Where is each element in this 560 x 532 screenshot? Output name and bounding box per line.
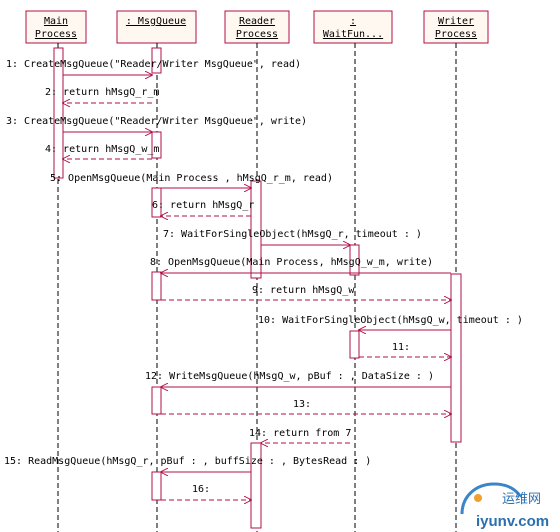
activation-msgqueue-3 xyxy=(151,187,162,218)
message-8: 8: OpenMsgQueue(Main Process, hMsgQ_w_m,… xyxy=(150,257,451,273)
activation-waitfun-1 xyxy=(349,244,360,276)
message-10-label: 10: WaitForSingleObject(hMsgQ_w, timeout… xyxy=(258,315,523,326)
participant-msgqueue: : MsgQueue xyxy=(116,10,197,44)
message-3: 3: CreateMsgQueue("Reader/Writer MsgQueu… xyxy=(6,116,307,132)
message-7: 7: WaitForSingleObject(hMsgQ_r, timeout … xyxy=(163,229,422,245)
message-16: 16: xyxy=(161,484,251,500)
message-13-label: 13: xyxy=(293,399,311,410)
message-9-label: 9: return hMsgQ_w xyxy=(252,285,355,296)
participant-waitfun-line2: WaitFun... xyxy=(323,29,383,40)
participant-waitfun-line1: : xyxy=(350,16,356,27)
message-16-label: 16: xyxy=(192,484,210,495)
participant-reader-line2: Process xyxy=(236,29,278,40)
activation-writer xyxy=(450,273,462,443)
message-2-label: 2: return hMsgQ_r_m xyxy=(45,87,159,98)
message-3-label: 3: CreateMsgQueue("Reader/Writer MsgQueu… xyxy=(6,116,307,127)
message-10: 10: WaitForSingleObject(hMsgQ_w, timeout… xyxy=(258,315,523,330)
watermark-en: iyunv.com xyxy=(476,513,549,530)
activation-msgqueue-6 xyxy=(151,471,162,501)
message-1-label: 1: CreateMsgQueue("Reader/Writer MsgQueu… xyxy=(6,59,301,70)
activation-msgqueue-1 xyxy=(151,47,162,74)
message-4: 4: return hMsgQ_w_m xyxy=(45,144,159,159)
message-9: 9: return hMsgQ_w xyxy=(161,285,451,300)
message-15: 15: ReadMsgQueue(hMsgQ_r, pBuf : , buffS… xyxy=(4,456,371,472)
message-5: 5: OpenMsgQueue(Main Process , hMsgQ_r_m… xyxy=(50,173,333,188)
activation-msgqueue-4 xyxy=(151,271,162,301)
message-6-label: 6: return hMsgQ_r xyxy=(152,200,254,211)
message-14: 14: return from 7 xyxy=(249,428,351,443)
activation-main xyxy=(53,47,64,179)
message-11: 11: xyxy=(359,342,451,357)
message-4-label: 4: return hMsgQ_w_m xyxy=(45,144,159,155)
message-5-label: 5: OpenMsgQueue(Main Process , hMsgQ_r_m… xyxy=(50,173,333,184)
participant-main: Main Process xyxy=(25,10,87,44)
message-12: 12: WriteMsgQueue(hMsgQ_w, pBuf : , Data… xyxy=(145,371,451,387)
participant-reader-line1: Reader xyxy=(239,16,275,27)
message-15-label: 15: ReadMsgQueue(hMsgQ_r, pBuf : , buffS… xyxy=(4,456,371,467)
message-11-label: 11: xyxy=(392,342,410,353)
watermark-cn: 运维网 xyxy=(502,491,541,506)
activation-waitfun-2 xyxy=(349,330,360,359)
participant-reader: Reader Process xyxy=(224,10,290,44)
activation-msgqueue-5 xyxy=(151,386,162,415)
activation-reader-2 xyxy=(250,442,262,529)
message-6: 6: return hMsgQ_r xyxy=(152,200,254,216)
participant-main-line2: Process xyxy=(35,29,77,40)
participant-writer-line1: Writer xyxy=(438,16,474,27)
message-13: 13: xyxy=(161,399,451,414)
message-14-label: 14: return from 7 xyxy=(249,428,351,439)
participant-writer: Writer Process xyxy=(423,10,489,44)
message-8-label: 8: OpenMsgQueue(Main Process, hMsgQ_w_m,… xyxy=(150,257,433,268)
participant-msgqueue-line1: : MsgQueue xyxy=(126,16,186,27)
activation-reader-1 xyxy=(250,180,262,279)
message-12-label: 12: WriteMsgQueue(hMsgQ_w, pBuf : , Data… xyxy=(145,371,434,382)
message-2: 2: return hMsgQ_r_m xyxy=(45,87,159,103)
message-7-label: 7: WaitForSingleObject(hMsgQ_r, timeout … xyxy=(163,229,422,240)
activation-msgqueue-2 xyxy=(151,131,162,159)
participant-writer-line2: Process xyxy=(435,29,477,40)
participant-main-line1: Main xyxy=(44,16,68,27)
watermark-logo: 运维网 iyunv.com xyxy=(460,482,549,530)
message-1: 1: CreateMsgQueue("Reader/Writer MsgQueu… xyxy=(6,59,301,75)
participant-waitfun: : WaitFun... xyxy=(313,10,393,44)
